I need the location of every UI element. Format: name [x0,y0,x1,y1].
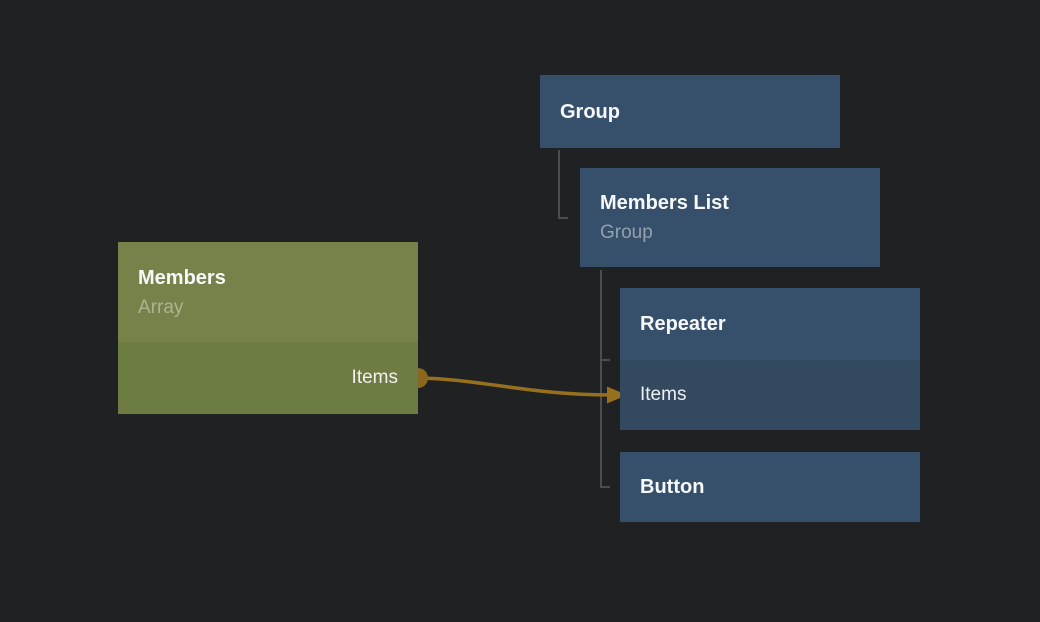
tree-connector-group-to-members-list [558,150,568,219]
node-repeater-row-items[interactable]: Items [620,360,920,430]
node-repeater-title: Repeater [640,313,726,335]
node-members[interactable]: Members Array Items [118,242,418,414]
node-members-row-items[interactable]: Items [118,342,418,414]
node-members-header[interactable]: Members Array [118,242,418,342]
node-button[interactable]: Button [620,452,920,522]
node-group[interactable]: Group [540,75,840,148]
node-button-title: Button [640,476,705,498]
node-members-list[interactable]: Members List Group [580,168,880,267]
binding-wire[interactable] [417,376,613,397]
tree-connector-members-list-children [600,270,610,488]
node-members-subtitle: Array [138,296,184,318]
node-members-title: Members [138,266,226,289]
node-repeater-header[interactable]: Repeater [620,288,920,360]
node-members-list-title: Members List [600,192,729,214]
node-repeater[interactable]: Repeater Items [620,288,920,430]
node-members-list-subtitle: Group [600,222,653,243]
node-group-title: Group [560,100,620,123]
row-label-items: Items [640,384,687,405]
row-label-items: Items [351,367,398,388]
